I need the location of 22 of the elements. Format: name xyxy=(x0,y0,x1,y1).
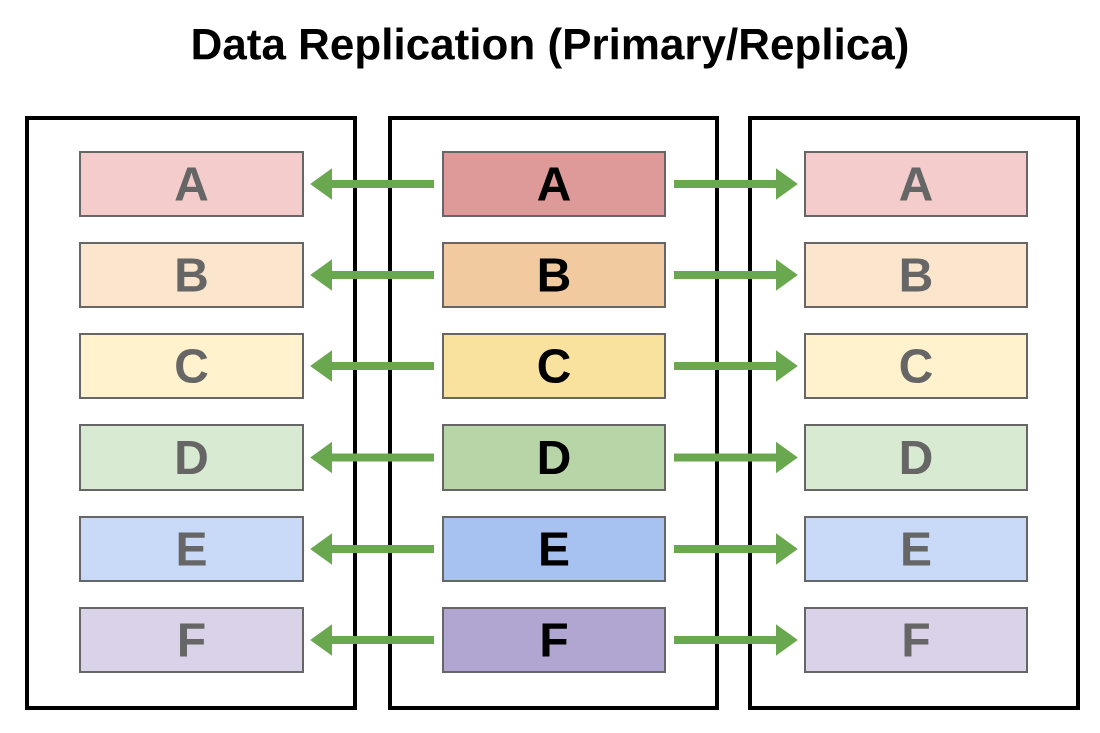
data-block: F xyxy=(804,607,1028,673)
data-block: C xyxy=(442,333,666,399)
data-block: D xyxy=(79,424,304,491)
server-panel xyxy=(388,116,719,710)
data-block: F xyxy=(442,607,666,673)
data-block: C xyxy=(804,333,1028,399)
data-block: E xyxy=(442,516,666,582)
data-block: B xyxy=(442,242,666,308)
data-block: B xyxy=(804,242,1028,308)
server-panel xyxy=(25,116,357,710)
data-block: E xyxy=(804,516,1028,582)
server-panel xyxy=(748,116,1080,710)
title: Data Replication (Primary/Replica) xyxy=(193,27,908,69)
data-block: E xyxy=(79,516,304,582)
data-block: C xyxy=(79,333,304,399)
data-block: F xyxy=(79,607,304,673)
data-block: D xyxy=(804,424,1028,491)
data-block: D xyxy=(442,424,666,491)
data-block: A xyxy=(79,151,304,217)
data-block: A xyxy=(442,151,666,217)
data-block: B xyxy=(79,242,304,308)
data-block: A xyxy=(804,151,1028,217)
